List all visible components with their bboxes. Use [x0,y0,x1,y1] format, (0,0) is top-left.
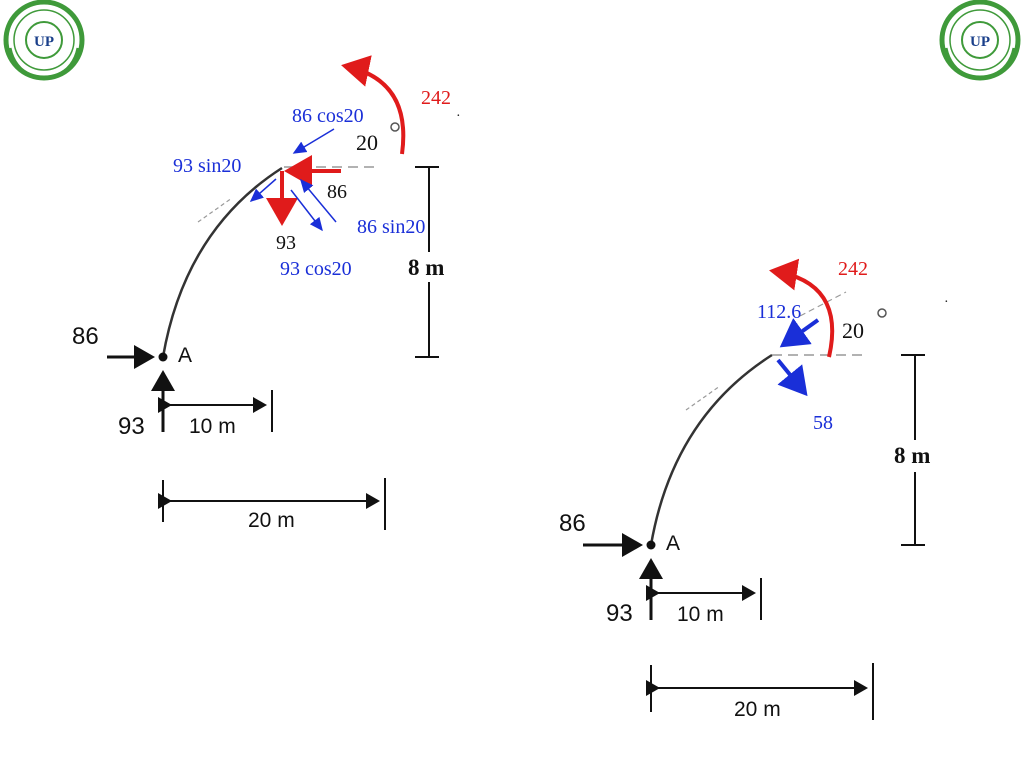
moment-arrow [769,258,835,358]
label-86sin20: 86 sin20 [357,216,425,238]
university-logo-right: UP [939,0,1021,81]
point-a-label: A [178,344,192,367]
support-v-label: 93 [118,413,145,440]
svg-text:·: · [944,295,949,310]
component-93sin20-arrow [249,178,277,202]
dim-10m [646,578,762,620]
label-93cos20: 93 cos20 [280,258,352,280]
height-label: 8 m [408,255,444,280]
degree-symbol [390,122,400,132]
support-h-label: 86 [559,510,586,537]
label-93sin20: 93 sin20 [173,155,241,177]
height-dimension [901,354,925,546]
height-dimension [415,166,439,358]
label-86cos20: 86 cos20 [292,105,364,127]
moment-label: 242 [838,258,868,280]
dim-10m-label: 10 m [677,603,724,626]
dim-20m [646,663,874,720]
component-93cos20-arrow [290,189,323,232]
point-a [158,352,168,362]
component-86cos20-arrow [292,128,335,154]
angle-label: 20 [842,318,864,343]
university-logo-left: UP [3,0,85,81]
height-label: 8 m [894,443,930,468]
force-v-label: 93 [276,232,296,254]
left-frame-diagram: 242 · 86 cos20 20 93 sin20 86 86 sin20 9… [72,55,461,532]
axial-force-arrow [779,318,820,348]
moment-label: 242 [421,87,451,109]
dim-10m [158,390,273,432]
curved-member [649,353,773,546]
svg-text:·: · [456,109,461,124]
axial-force-label: 112.6 [757,301,801,323]
dim-20m-label: 20 m [248,509,295,532]
degree-symbol [877,308,887,318]
support-h-label: 86 [72,323,99,350]
point-a-label: A [666,532,680,555]
dim-10m-label: 10 m [189,415,236,438]
right-frame-diagram: 242 · 112.6 20 58 8 m A 86 93 10 m [559,258,949,721]
point-a [646,540,656,550]
shear-force-label: 58 [813,412,833,434]
component-86sin20-arrow [300,178,337,223]
dim-20m [158,478,386,530]
logo-text: UP [34,34,54,50]
curved-member [161,166,283,358]
support-v-label: 93 [606,600,633,627]
dim-20m-label: 20 m [734,698,781,721]
shear-force-arrow [776,358,808,397]
logo-text: UP [970,34,990,50]
moment-arrow [341,55,406,155]
force-h-label: 86 [327,181,347,203]
angle-label: 20 [356,130,378,155]
